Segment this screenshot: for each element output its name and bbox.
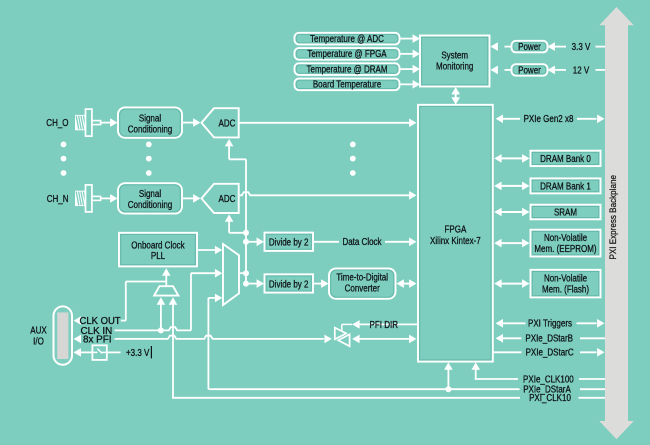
svg-text:System: System [441, 51, 468, 62]
svg-text:PXIe Gen2 x8: PXIe Gen2 x8 [524, 114, 574, 125]
svg-text:PXI Triggers: PXI Triggers [528, 319, 572, 330]
svg-text:Xilinx Kintex-7: Xilinx Kintex-7 [430, 236, 481, 247]
svg-text:PLL: PLL [151, 251, 166, 262]
svg-text:Power: Power [518, 42, 541, 53]
svg-text:PXI_CLK10: PXI_CLK10 [529, 393, 571, 404]
svg-text:SRAM: SRAM [554, 207, 577, 218]
svg-text:Board Temperature: Board Temperature [313, 80, 382, 91]
svg-text:Non-Volatile: Non-Volatile [544, 233, 588, 244]
svg-text:I/O: I/O [33, 336, 44, 347]
svg-text:Converter: Converter [345, 284, 381, 295]
svg-text:Time-to-Digital: Time-to-Digital [336, 273, 388, 284]
svg-text:CH_N: CH_N [47, 194, 69, 205]
svg-text:PXIe_DStarA: PXIe_DStarA [523, 385, 571, 396]
svg-text:Signal: Signal [139, 189, 161, 200]
svg-text:3.3 V: 3.3 V [572, 42, 591, 53]
svg-text:Divide by 2: Divide by 2 [269, 238, 309, 249]
svg-text:Monitoring: Monitoring [436, 62, 473, 73]
svg-text:DRAM Bank 1: DRAM Bank 1 [540, 181, 591, 192]
svg-text:Divide by 2: Divide by 2 [269, 279, 309, 290]
svg-text:PXIe_CLK100: PXIe_CLK100 [523, 374, 574, 385]
svg-text:12 V: 12 V [573, 65, 590, 76]
svg-text:ADC: ADC [219, 118, 236, 129]
svg-text:DRAM Bank 0: DRAM Bank 0 [540, 154, 591, 165]
svg-text:Non-Volatile: Non-Volatile [544, 273, 588, 284]
svg-text:CLK IN: CLK IN [81, 326, 113, 337]
svg-text:FPGA: FPGA [445, 225, 467, 236]
svg-text:Mem. (Flash): Mem. (Flash) [542, 284, 589, 295]
svg-text:+3.3 V: +3.3 V [126, 348, 150, 359]
svg-text:PXIe_DStarB: PXIe_DStarB [525, 334, 573, 345]
svg-text:Onboard Clock: Onboard Clock [131, 240, 184, 251]
svg-text:Power: Power [518, 65, 541, 76]
svg-text:CH_O: CH_O [46, 118, 68, 129]
svg-text:Data Clock: Data Clock [342, 237, 381, 248]
svg-text:Conditioning: Conditioning [128, 200, 173, 211]
svg-text:PXIe_DStarC: PXIe_DStarC [526, 348, 574, 359]
svg-text:Conditioning: Conditioning [128, 124, 173, 135]
svg-text:Temperature @ ADC: Temperature @ ADC [310, 34, 384, 45]
svg-text:PXI Express Backplane: PXI Express Backplane [608, 175, 618, 259]
svg-text:Temperature @ DRAM: Temperature @ DRAM [307, 64, 388, 75]
svg-text:Signal: Signal [139, 113, 161, 124]
svg-text:Mem. (EEPROM): Mem. (EEPROM) [534, 244, 596, 255]
svg-text:Temperature @ FPGA: Temperature @ FPGA [307, 49, 387, 60]
svg-text:8x PFI: 8x PFI [83, 334, 112, 345]
svg-text:AUX: AUX [30, 325, 47, 336]
svg-text:CLK OUT: CLK OUT [80, 316, 121, 327]
svg-text:PFI DIR: PFI DIR [370, 320, 399, 331]
svg-text:ADC: ADC [219, 194, 236, 205]
